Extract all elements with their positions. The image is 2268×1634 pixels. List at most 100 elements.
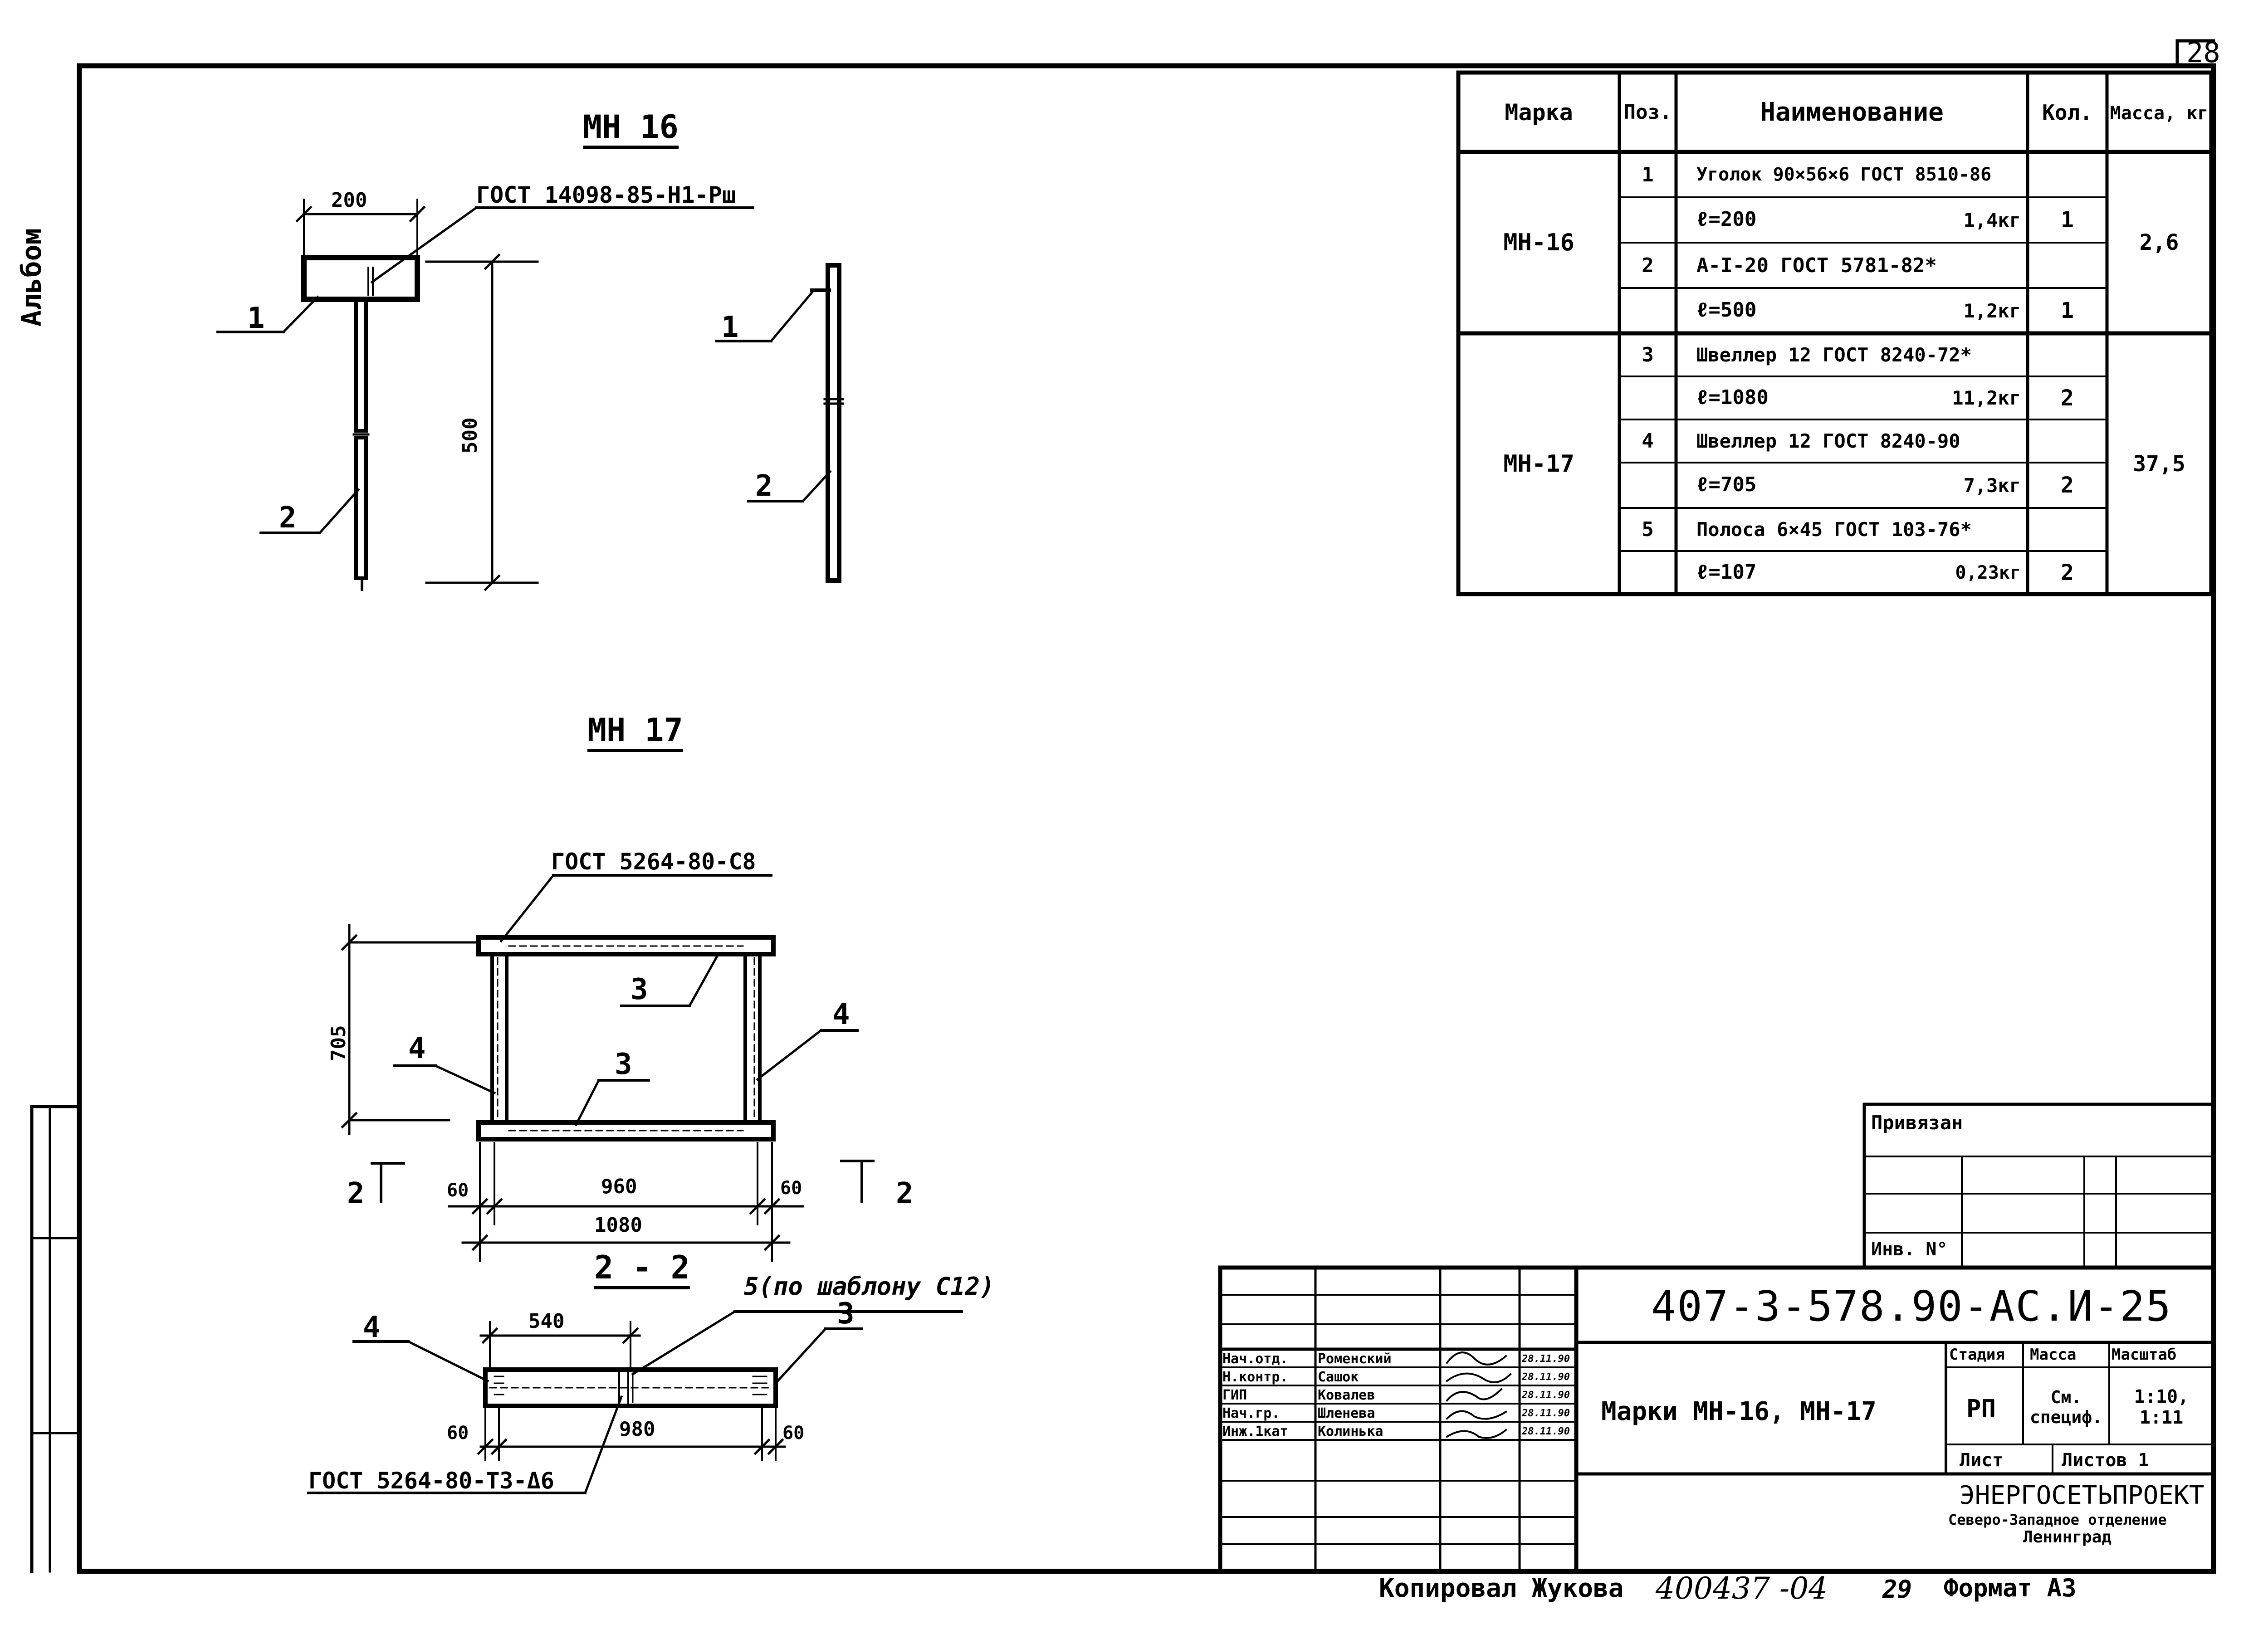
scale-value: 1:10, 1:11: [2134, 1386, 2189, 1428]
spec-row-name: А-I-20 ГОСТ 5781-82*: [1696, 254, 1937, 277]
document-code: 407-3-578.90-АС.И-25: [1651, 1282, 2172, 1331]
mn17-dim-960: 960: [601, 1175, 637, 1198]
person-role: Инж.1кат: [1222, 1424, 1288, 1439]
mn17-cut-mark-right: 2: [896, 1177, 914, 1210]
album-side-label: Альбом: [16, 228, 48, 327]
spec-row-pos: 4: [1642, 429, 1654, 453]
mn17-dim-1080: 1080: [594, 1214, 642, 1237]
spec-row-qty: 2: [2061, 560, 2074, 585]
spec-mass-mn17: 37,5: [2133, 451, 2185, 477]
mn16-dim-200: 200: [331, 189, 367, 212]
sheets-label: Листов 1: [2062, 1450, 2149, 1471]
spec-row-name: ℓ=500: [1696, 298, 1757, 322]
section-template-note: 5(по шаблону С12): [744, 1272, 995, 1301]
spec-row-qty: 2: [2061, 385, 2074, 411]
section-gost-t3: ГОСТ 5264-80-Т3-Δ6: [308, 1468, 554, 1494]
mn17-cut-mark-left: 2: [347, 1177, 365, 1210]
spec-row-name: Полоса 6×45 ГОСТ 103-76*: [1696, 518, 1972, 541]
mass-header: Масса: [2030, 1346, 2077, 1364]
spec-row-weight: 7,3кг: [1963, 474, 2021, 497]
spec-row-name: Уголок 90×56×6 ГОСТ 8510-86: [1696, 164, 1992, 185]
person-name: Ковалев: [1318, 1387, 1375, 1403]
section-pos-3: 3: [837, 1297, 855, 1331]
mn17-dim-60-left: 60: [447, 1180, 469, 1201]
spec-row-pos: 2: [1642, 254, 1654, 277]
mn17-pos-3-bottom: 3: [615, 1048, 632, 1081]
mn17-title: МН 17: [587, 714, 683, 752]
mn16-gost-note: ГОСТ 14098-85-Н1-Рш: [476, 182, 736, 208]
spec-row-pos: 5: [1642, 518, 1654, 541]
inventory-label: Инв. N°: [1871, 1239, 1948, 1260]
spec-header-name: Наименование: [1760, 98, 1944, 127]
copied-by: Копировал Жукова: [1379, 1574, 1624, 1603]
org-branch: Северо-Западное отделение: [1948, 1511, 2167, 1528]
stage-value: РП: [1966, 1395, 1996, 1423]
scale-header: Масштаб: [2112, 1346, 2177, 1364]
mn17-gost-c8: ГОСТ 5264-80-С8: [551, 849, 756, 875]
spec-row-qty: 2: [2061, 473, 2074, 498]
binding-label: Привязан: [1871, 1112, 1963, 1134]
spec-row-name: ℓ=1080: [1696, 385, 1769, 409]
person-name: Колинька: [1318, 1424, 1383, 1439]
section-pos-4: 4: [363, 1311, 381, 1344]
spec-row-name: ℓ=107: [1696, 560, 1757, 584]
section-title: 2 - 2: [594, 1252, 690, 1289]
spec-mass-mn16: 2,6: [2139, 230, 2179, 255]
sheet-label: Лист: [1960, 1450, 2004, 1471]
person-role: Нач.гр.: [1222, 1405, 1280, 1421]
spec-mark-mn16: МН-16: [1503, 229, 1574, 256]
spec-row-qty: 1: [2061, 298, 2074, 323]
spec-row-name: Швеллер 12 ГОСТ 8240-90: [1696, 430, 1960, 452]
person-name: Шленева: [1318, 1405, 1375, 1421]
spec-row-qty: 1: [2061, 207, 2074, 233]
org-name: ЭНЕРГОСЕТЬПРОЕКТ: [1960, 1481, 2204, 1510]
person-date: 28.11.90: [1522, 1371, 1570, 1383]
section-dim-60-left: 60: [447, 1423, 469, 1444]
sheet-title: Марки МН-16, МН-17: [1601, 1397, 1877, 1426]
spec-header-pos: Поз.: [1623, 101, 1672, 124]
spec-row-name: Швеллер 12 ГОСТ 8240-72*: [1696, 344, 1972, 366]
person-name: Сашок: [1318, 1369, 1359, 1385]
person-role: ГИП: [1222, 1387, 1247, 1403]
mn16-side-pos-1: 1: [721, 311, 739, 344]
mn17-dim-60-right: 60: [780, 1178, 802, 1199]
person-name: Роменский: [1318, 1351, 1392, 1367]
spec-header-qty: Кол.: [2042, 100, 2092, 125]
mn16-pos-1: 1: [247, 302, 265, 335]
spec-row-name: ℓ=705: [1696, 473, 1757, 496]
sheet-format: Формат А3: [1944, 1574, 2077, 1602]
person-role: Нач.отд.: [1222, 1351, 1288, 1367]
mn16-title: МН 16: [583, 111, 679, 149]
spec-row-pos: 3: [1642, 343, 1654, 366]
person-date: 28.11.90: [1522, 1426, 1570, 1437]
person-date: 28.11.90: [1522, 1353, 1570, 1365]
spec-mark-mn17: МН-17: [1503, 450, 1574, 478]
person-date: 28.11.90: [1522, 1390, 1570, 1401]
handwritten-number: 400437 -04: [1656, 1571, 1828, 1606]
person-date: 28.11.90: [1522, 1408, 1570, 1419]
section-dim-60-right: 60: [782, 1423, 805, 1444]
mn17-dim-705: 705: [327, 1025, 350, 1061]
person-role: Н.контр.: [1222, 1369, 1288, 1385]
spec-row-pos: 1: [1642, 163, 1654, 186]
mn17-pos-4-right: 4: [832, 998, 850, 1031]
spec-row-weight: 0,23кг: [1955, 562, 2021, 583]
spec-row-name: ℓ=200: [1696, 208, 1757, 231]
org-city: Ленинград: [2023, 1528, 2112, 1546]
spec-header-mark: Марка: [1505, 99, 1573, 126]
spec-row-weight: 1,2кг: [1963, 299, 2021, 322]
spec-row-weight: 11,2кг: [1952, 387, 2021, 409]
spec-header-mass: Масса, кг: [2110, 103, 2209, 124]
mn16-side-pos-2: 2: [755, 469, 773, 503]
stage-header: Стадия: [1949, 1346, 2005, 1364]
mn17-pos-3-top: 3: [631, 973, 648, 1006]
spec-row-weight: 1,4кг: [1963, 209, 2021, 231]
section-dim-980: 980: [619, 1418, 655, 1441]
mn16-pos-2: 2: [279, 501, 297, 535]
mn16-dim-500: 500: [459, 417, 482, 454]
page-mark: 29: [1882, 1575, 1912, 1604]
sheet-number: 28: [2186, 36, 2220, 69]
section-dim-540: 540: [528, 1310, 565, 1333]
